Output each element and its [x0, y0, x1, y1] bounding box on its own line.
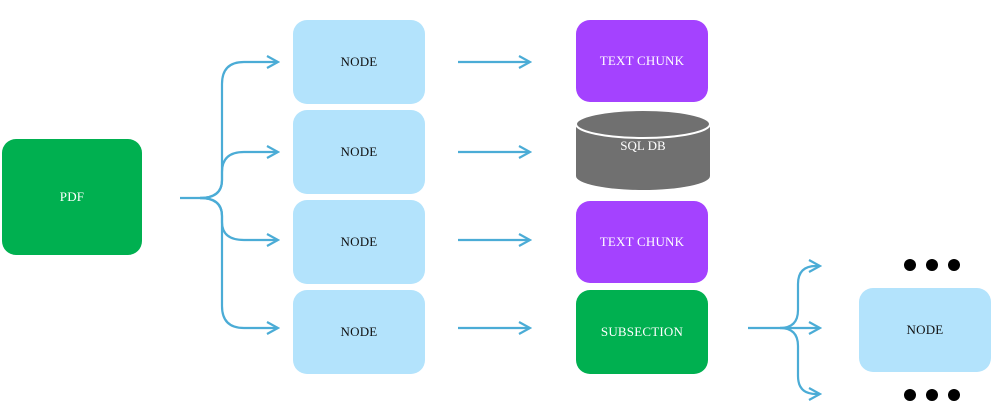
text-chunk-label: TEXT CHUNK [599, 53, 685, 68]
sub-node-box: NODE [859, 288, 991, 372]
subsection-label: SUBSECTION [600, 324, 684, 339]
ellipsis-bottom-icon [904, 389, 960, 401]
node-box-3: NODE [293, 200, 425, 284]
text-chunk-label: TEXT CHUNK [599, 234, 685, 249]
sql-db-cylinder [576, 109, 710, 190]
sql-db-label: SQL DB [620, 138, 666, 153]
text-chunk-box-1: TEXT CHUNK [576, 20, 708, 102]
node-box-4: NODE [293, 290, 425, 374]
node-label: NODE [340, 324, 378, 339]
node-label: NODE [340, 54, 378, 69]
node-label: NODE [340, 234, 378, 249]
subsection-box: SUBSECTION [576, 290, 708, 374]
text-chunk-box-2: TEXT CHUNK [576, 201, 708, 283]
pdf-box: PDF [2, 139, 142, 255]
node-label: NODE [340, 144, 378, 159]
ellipsis-top-icon [904, 259, 960, 271]
sub-node-label: NODE [906, 322, 944, 337]
pdf-fanout-arrows [180, 62, 278, 328]
subsection-fanout-arrows [748, 266, 820, 394]
node-box-2: NODE [293, 110, 425, 194]
pdf-label: PDF [59, 189, 85, 204]
node-to-target-arrows [458, 62, 530, 328]
node-box-1: NODE [293, 20, 425, 104]
